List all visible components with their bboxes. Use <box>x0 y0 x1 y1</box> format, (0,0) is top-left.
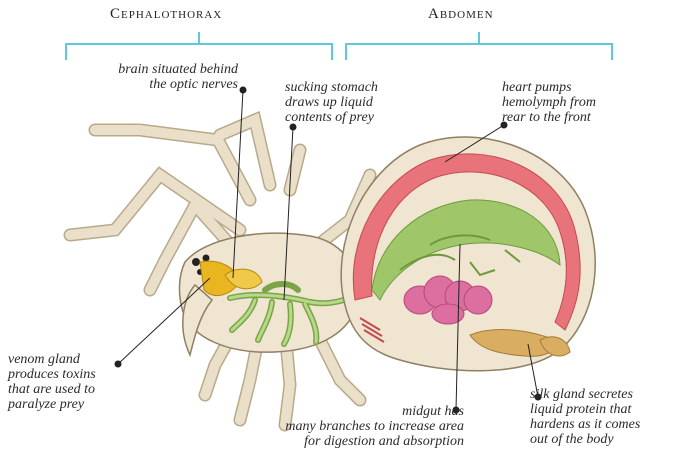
cephalothorax-title: Cephalothorax <box>110 6 222 23</box>
venom-gland-label: venom gland produces toxins that are use… <box>8 352 96 412</box>
midgut-label: midgut has many branches to increase are… <box>258 404 464 449</box>
abdomen-title: Abdomen <box>428 6 494 23</box>
abdomen-body <box>341 137 595 371</box>
abdomen-bracket <box>346 32 612 60</box>
heart-label: heart pumps hemolymph from rear to the f… <box>502 80 596 125</box>
silk-gland-label: silk gland secretes liquid protein that … <box>530 387 640 447</box>
sucking-stomach-label: sucking stomach draws up liquid contents… <box>285 80 378 125</box>
cephalothorax-bracket <box>66 32 332 60</box>
cephalothorax-body <box>179 233 360 355</box>
brain-label: brain situated behind the optic nerves <box>100 62 238 92</box>
